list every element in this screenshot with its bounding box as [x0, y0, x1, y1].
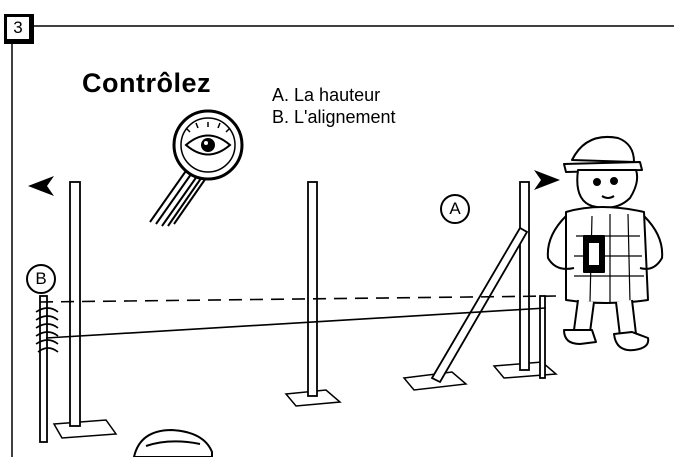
- check-text: L'alignement: [294, 107, 396, 127]
- string-coil: [35, 307, 59, 353]
- check-letter: A.: [272, 85, 290, 105]
- inspection-magnifier-eye-icon: [149, 109, 244, 227]
- alignment-string: [45, 307, 547, 339]
- stake-1: [69, 181, 81, 427]
- ground-plates: [52, 361, 558, 439]
- left-arrow-icon: [28, 176, 54, 196]
- callout-a: A: [440, 194, 470, 224]
- worker-figure: [546, 136, 664, 352]
- second-figure-partial: [132, 428, 213, 457]
- step-number-badge: 3: [4, 14, 34, 44]
- stakes: [39, 181, 546, 443]
- check-list: A. La hauteur B. L'alignement: [272, 84, 396, 128]
- check-item-alignment: B. L'alignement: [272, 106, 396, 128]
- dashed-height-line: [39, 295, 557, 303]
- end-stake: [539, 295, 546, 379]
- check-item-height: A. La hauteur: [272, 84, 396, 106]
- check-letter: B.: [272, 107, 290, 127]
- stake-2: [307, 181, 318, 397]
- check-text: La hauteur: [294, 85, 381, 105]
- left-post: [39, 295, 48, 443]
- right-arrow-icon: [534, 170, 560, 190]
- callout-b: B: [26, 264, 56, 294]
- brace-stake: [430, 226, 529, 384]
- page-title: Contrôlez: [82, 68, 211, 98]
- stake-3: [519, 181, 530, 371]
